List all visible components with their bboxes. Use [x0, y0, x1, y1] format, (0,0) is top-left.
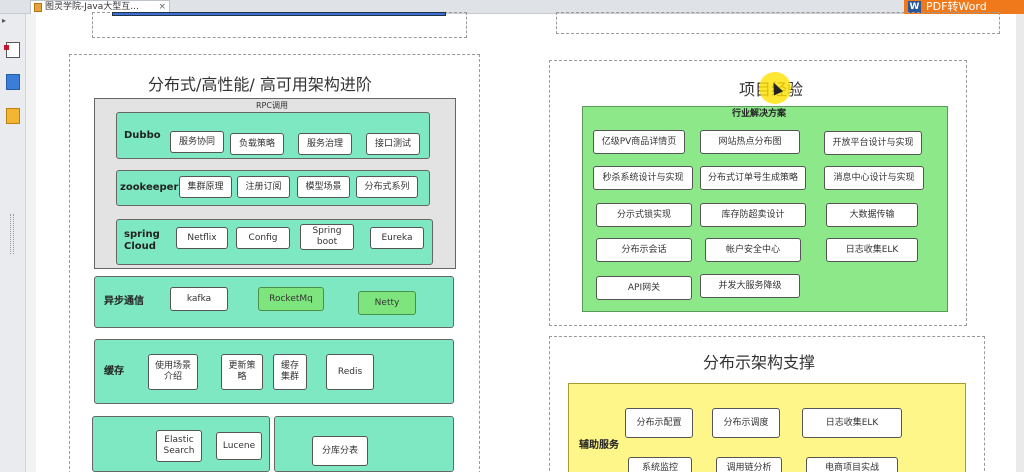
async-label: 异步通信	[104, 296, 144, 307]
left-toolbar: ▸	[0, 14, 26, 472]
spring-cloud-item[interactable]: Config	[236, 227, 290, 249]
project-experience-frame	[549, 60, 967, 326]
aux-service-item[interactable]: 调用链分析	[716, 457, 782, 472]
solution-item[interactable]: 亿级PV商品详情页	[593, 130, 685, 154]
aux-service-item[interactable]: 电商项目实战	[806, 457, 898, 472]
cursor-highlight	[759, 72, 791, 104]
aux-service-item[interactable]: 系统监控	[628, 457, 692, 472]
document-tab[interactable]: 图灵学院-Java大型互... ×	[30, 0, 170, 14]
solution-item[interactable]: 库存防超卖设计	[700, 203, 806, 227]
document-tab-title: 图灵学院-Java大型互...	[45, 2, 139, 12]
bookmark-icon[interactable]	[4, 42, 20, 58]
comments-icon[interactable]	[6, 108, 20, 124]
spring-cloud-item[interactable]: Eureka	[370, 227, 424, 249]
aux-service-item[interactable]: 分布示调度	[712, 408, 780, 438]
solution-item[interactable]: 日志收集ELK	[826, 238, 918, 262]
pdf-file-icon	[34, 3, 42, 12]
dubbo-item[interactable]: 接口测试	[366, 133, 420, 155]
distributed-architecture-title: 分布式/高性能/ 高可用架构进阶	[148, 75, 372, 94]
panel-resize-handle[interactable]	[10, 214, 14, 254]
solution-item[interactable]: 网站热点分布图	[700, 130, 800, 154]
vertical-scrollbar[interactable]	[1016, 14, 1024, 472]
cache-item[interactable]: Redis	[326, 354, 374, 390]
dubbo-item[interactable]: 负载策略	[230, 133, 284, 155]
solution-item[interactable]: 分布示会话	[596, 238, 692, 262]
zookeeper-label: zookeeper	[120, 182, 179, 193]
word-icon: W	[908, 1, 921, 13]
solution-item[interactable]: 帐户安全中心	[705, 238, 801, 262]
pdf-to-word-label: PDF转Word	[926, 0, 987, 13]
solution-item[interactable]: 开放平台设计与实现	[824, 131, 922, 155]
dubbo-item[interactable]: 服务治理	[298, 133, 352, 155]
solution-item[interactable]: 消息中心设计与实现	[824, 166, 924, 190]
prev-section-bar	[112, 12, 446, 16]
solution-item[interactable]: API网关	[596, 276, 692, 300]
distributed-architecture-frame	[69, 54, 480, 472]
industry-solutions-label: 行业解决方案	[732, 109, 787, 119]
spring-cloud-item[interactable]: Netflix	[176, 227, 228, 249]
sharding-item[interactable]: 分库分表	[312, 436, 368, 466]
cache-label: 缓存	[104, 366, 124, 377]
search-item[interactable]: Lucene	[216, 432, 262, 460]
dubbo-label: Dubbo	[124, 130, 161, 141]
zookeeper-item[interactable]: 集群原理	[179, 176, 232, 198]
auxiliary-services-label: 辅助服务	[579, 440, 619, 451]
tab-bar: 图灵学院-Java大型互... × W PDF转Word	[0, 0, 1024, 14]
document-page: 分布式/高性能/ 高可用架构进阶 RPC调用 Dubbo 服务协同 负载策略 服…	[36, 12, 1016, 472]
cache-item[interactable]: 更新策 略	[221, 354, 263, 390]
zookeeper-item[interactable]: 分布式系列	[356, 176, 418, 198]
collapse-arrow-icon[interactable]: ▸	[2, 16, 7, 25]
aux-service-item[interactable]: 分布示配置	[625, 408, 693, 438]
dubbo-item[interactable]: 服务协同	[170, 131, 224, 153]
async-item[interactable]: kafka	[170, 287, 228, 311]
solution-item[interactable]: 分布式订单号生成策略	[700, 166, 806, 190]
async-item[interactable]: RocketMq	[258, 287, 324, 311]
spring-cloud-item[interactable]: Spring boot	[300, 224, 354, 250]
solution-item[interactable]: 并发大服务降级	[700, 274, 800, 298]
async-item[interactable]: Netty	[358, 291, 416, 315]
prev-section-frame-right	[556, 12, 1000, 34]
rpc-label: RPC调用	[256, 101, 288, 110]
search-item[interactable]: Elastic Search	[156, 430, 202, 462]
aux-service-item[interactable]: 日志收集ELK	[802, 408, 902, 438]
zookeeper-item[interactable]: 模型场景	[297, 176, 350, 198]
architecture-support-title: 分布示架构支撑	[703, 353, 816, 372]
solution-item[interactable]: 分示式锁实现	[596, 203, 692, 227]
solution-item[interactable]: 秒杀系统设计与实现	[593, 166, 693, 190]
spring-cloud-label: spring Cloud	[124, 229, 160, 252]
cache-item[interactable]: 缓存 集群	[273, 354, 307, 390]
solution-item[interactable]: 大数据传输	[826, 203, 918, 227]
pdf-to-word-button[interactable]: W PDF转Word	[904, 0, 1024, 14]
close-tab-icon[interactable]: ×	[158, 2, 166, 12]
pages-icon[interactable]	[6, 74, 20, 90]
architecture-support-frame	[549, 336, 985, 472]
zookeeper-item[interactable]: 注册订阅	[237, 176, 290, 198]
cache-item[interactable]: 使用场景 介绍	[148, 354, 198, 390]
